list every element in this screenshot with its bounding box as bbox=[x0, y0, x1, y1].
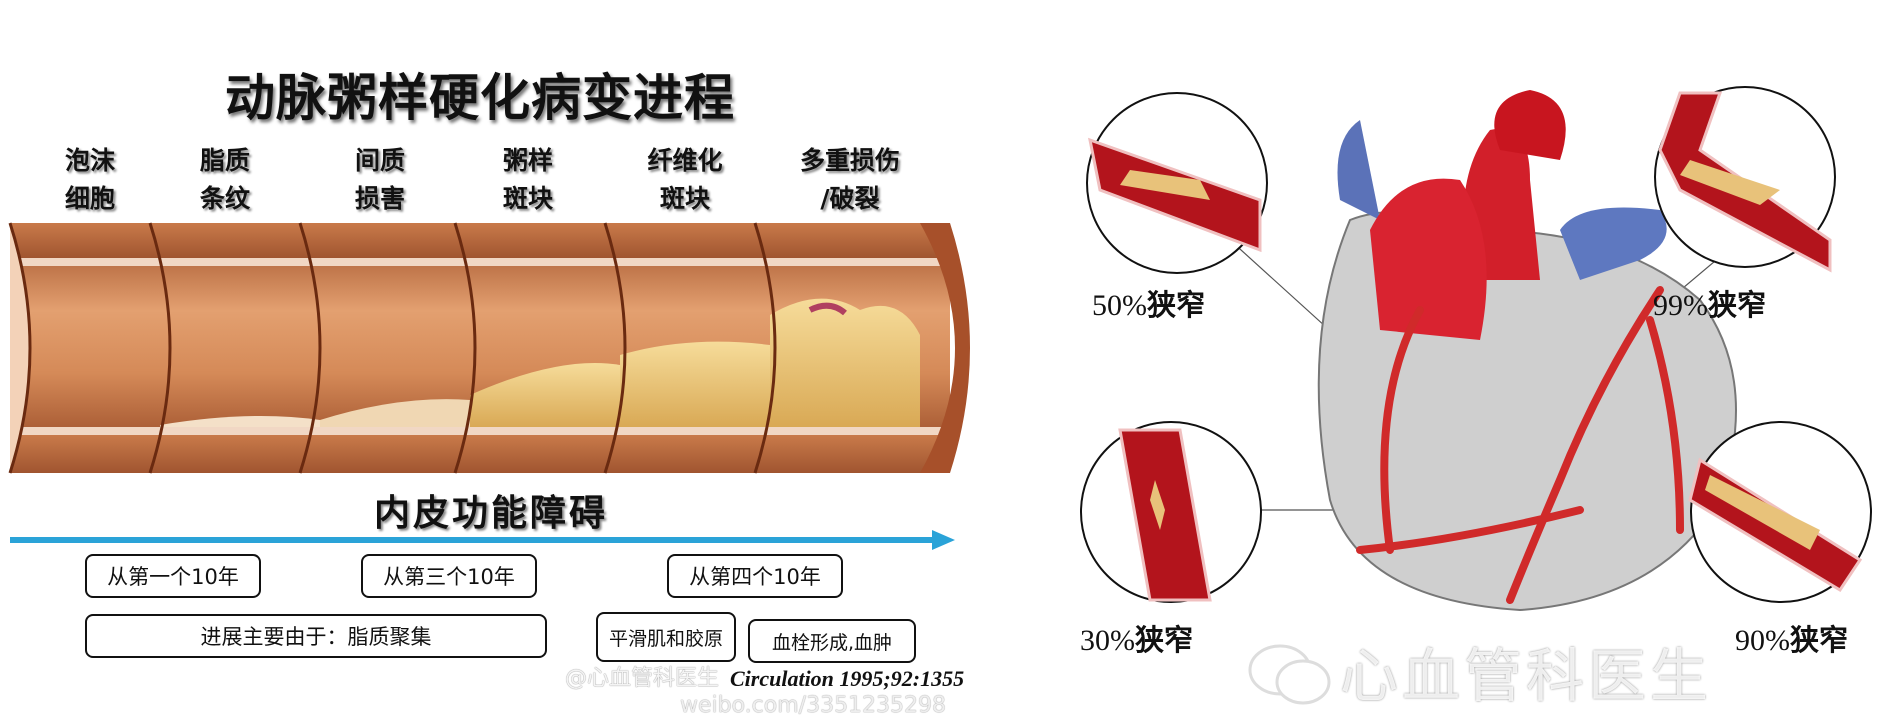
stage-line2: 细胞 bbox=[64, 184, 115, 213]
stage-line1: 脂质 bbox=[199, 146, 250, 175]
artery-cross-section-illustration bbox=[8, 222, 970, 474]
stage-line1: 粥样 bbox=[502, 146, 553, 175]
timeline-box-first-decade: 从第一个10年 bbox=[85, 554, 261, 598]
stage-line2: 斑块 bbox=[659, 184, 710, 213]
stage-label-atheroma: 粥样斑块 bbox=[468, 142, 588, 218]
stage-line2: /破裂 bbox=[820, 184, 880, 213]
stenosis-text: 狭窄 bbox=[1708, 288, 1767, 322]
stage-line2: 条纹 bbox=[199, 184, 250, 213]
stage-line1: 泡沫 bbox=[64, 146, 115, 175]
stenosis-percent: 30% bbox=[1080, 624, 1135, 657]
diagram-title: 动脉粥样硬化病变进程 bbox=[225, 69, 735, 127]
stage-line1: 间质 bbox=[354, 146, 405, 175]
stage-label-foam-cells: 泡沫细胞 bbox=[30, 142, 150, 218]
timeline-box-fourth-decade: 从第四个10年 bbox=[667, 554, 843, 598]
cause-box-smooth-muscle-collagen: 平滑肌和胶原 bbox=[596, 612, 736, 662]
stage-label-intermediate-lesion: 间质损害 bbox=[320, 142, 440, 218]
stenosis-text: 狭窄 bbox=[1135, 623, 1194, 657]
stenosis-percent: 50% bbox=[1092, 289, 1147, 322]
stage-line2: 损害 bbox=[354, 184, 405, 213]
stenosis-label-30: 30%狭窄 bbox=[1080, 617, 1193, 659]
heart-illustration bbox=[1080, 86, 1872, 612]
wechat-watermark: 心血管科医生 bbox=[1340, 642, 1713, 710]
endothelial-dysfunction-label: 内皮功能障碍 bbox=[373, 493, 608, 534]
stage-label-fibroatheroma: 纤维化斑块 bbox=[625, 142, 745, 218]
stage-line2: 斑块 bbox=[502, 184, 553, 213]
stage-line1: 纤维化 bbox=[647, 146, 723, 175]
stenosis-text: 狭窄 bbox=[1790, 623, 1849, 657]
stenosis-label-90: 90%狭窄 bbox=[1735, 617, 1848, 659]
stenosis-percent: 90% bbox=[1735, 624, 1790, 657]
stenosis-percent: 99% bbox=[1653, 289, 1708, 322]
stage-line1: 多重损伤 bbox=[799, 146, 900, 175]
stenosis-label-99: 99%狭窄 bbox=[1653, 282, 1766, 324]
wechat-logo-icon bbox=[1245, 640, 1335, 710]
citation: Circulation 1995;92:1355 bbox=[730, 666, 965, 691]
weibo-handle-watermark: @心血管科医生 bbox=[565, 666, 720, 691]
stenosis-text: 狭窄 bbox=[1147, 288, 1206, 322]
cause-box-thrombosis-hematoma: 血栓形成,血肿 bbox=[748, 619, 916, 663]
stenosis-label-50: 50%狭窄 bbox=[1092, 282, 1205, 324]
stage-label-complex-lesion: 多重损伤/破裂 bbox=[775, 142, 925, 218]
stage-label-fatty-streak: 脂质条纹 bbox=[165, 142, 285, 218]
weibo-url-watermark: weibo.com/3351235298 bbox=[680, 693, 947, 718]
progression-arrow bbox=[10, 530, 955, 550]
artery-segments bbox=[8, 222, 970, 474]
timeline-box-third-decade: 从第三个10年 bbox=[361, 554, 537, 598]
cause-box-lipid-accumulation: 进展主要由于：脂质聚集 bbox=[85, 614, 547, 658]
